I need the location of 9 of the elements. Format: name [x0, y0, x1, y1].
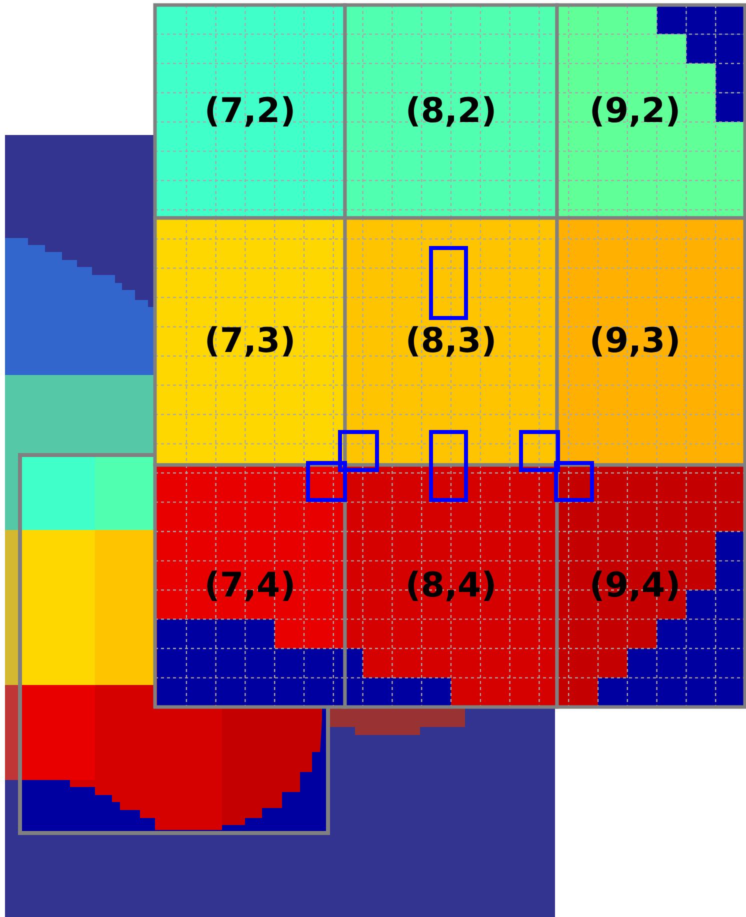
grid-block: (9,2): [555, 3, 746, 220]
grid-block: (9,4): [555, 463, 746, 709]
grid-block: (8,4): [343, 463, 559, 709]
grid-block: (7,4): [153, 463, 347, 709]
grid-block: (8,2): [343, 3, 559, 220]
grid-block: (9,3): [555, 216, 746, 467]
grid-block: (8,3): [343, 216, 559, 467]
grid-block: (7,2): [153, 3, 347, 220]
grid-block: (7,3): [153, 216, 347, 467]
